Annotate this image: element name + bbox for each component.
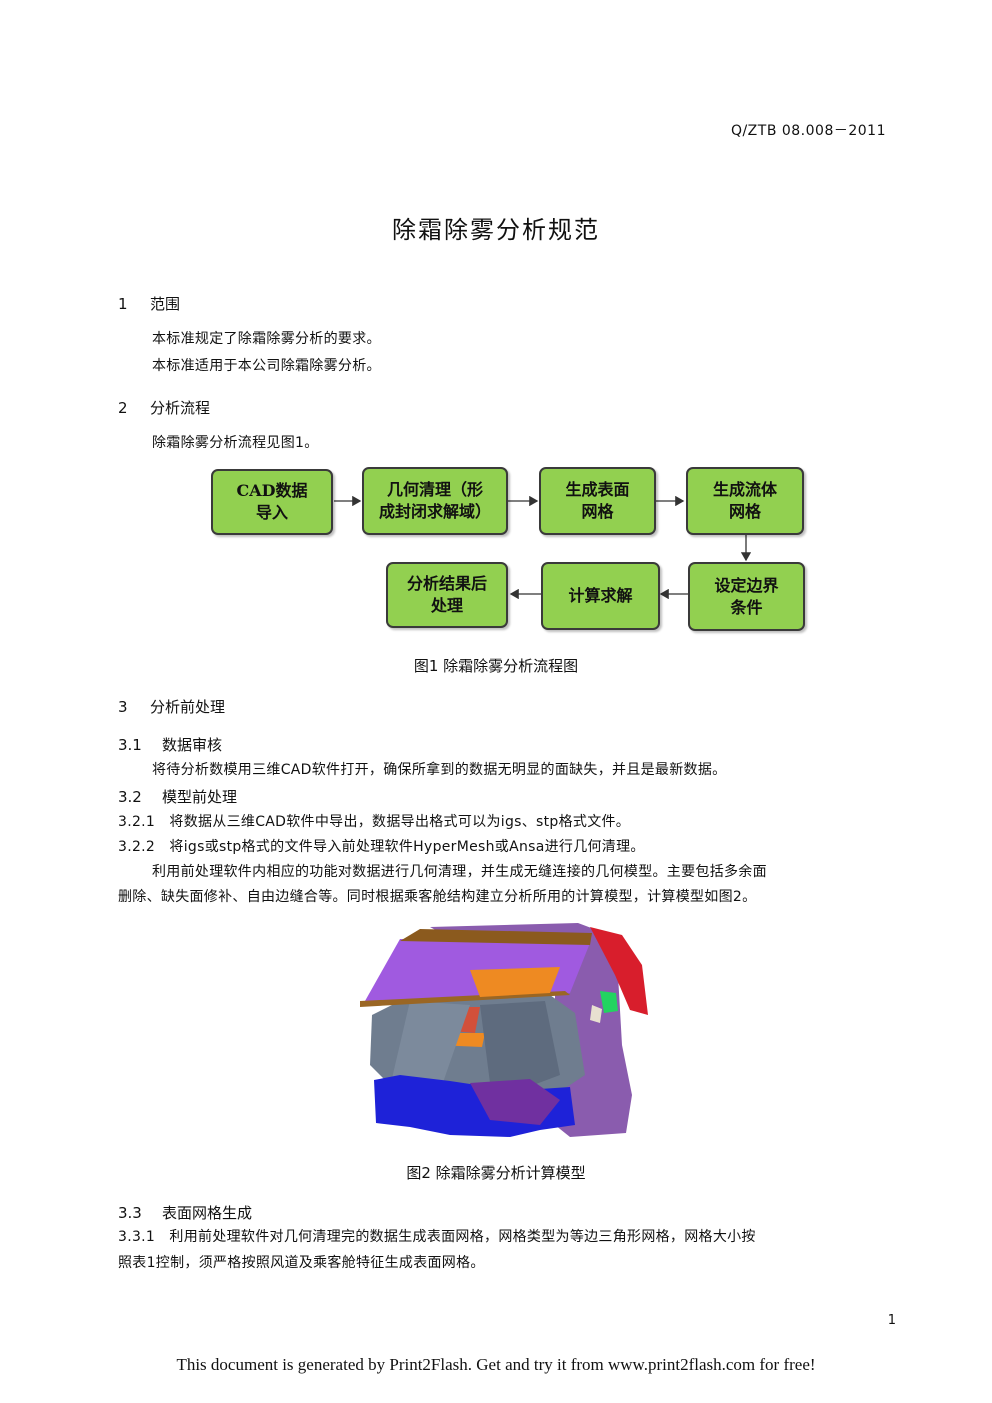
section-2-heading: 2 分析流程 xyxy=(118,397,210,418)
section-1-para-1: 本标准规定了除霜除雾分析的要求。 xyxy=(152,331,381,347)
flow-box-surface-mesh: 生成表面网格 xyxy=(539,467,656,535)
section-1-para-2: 本标准适用于本公司除霜除雾分析。 xyxy=(152,358,381,374)
flow-box-fluid-mesh: 生成流体网格 xyxy=(686,467,804,535)
section-title: 分析流程 xyxy=(150,399,211,417)
footer-watermark-text: This document is generated by Print2Flas… xyxy=(176,1355,816,1374)
section-3-2-heading: 3.2 模型前处理 xyxy=(118,786,237,807)
page-number: 1 xyxy=(887,1313,896,1328)
section-3-1-heading: 3.1 数据审核 xyxy=(118,734,222,755)
flow-box-line: 网格 xyxy=(581,502,614,521)
flow-box-solve: 计算求解 xyxy=(541,562,660,630)
flowchart: CAD数据导入 几何清理（形成封闭求解域） 生成表面网格 生成流体网格 设定边界… xyxy=(0,0,992,700)
section-3-2-1: 3.2.1 将数据从三维CAD软件中导出，数据导出格式可以为igs、stp格式文… xyxy=(118,814,631,830)
flow-box-line: 分析结果后 xyxy=(406,574,487,593)
flow-box-line: 处理 xyxy=(430,596,463,615)
flow-box-line: 生成流体 xyxy=(712,480,777,499)
flow-box-line: CAD数据 xyxy=(236,481,308,500)
flow-box-geometry-cleanup: 几何清理（形成封闭求解域） xyxy=(362,467,508,535)
flow-box-line: 几何清理（形 xyxy=(386,480,483,499)
flow-box-cad-import: CAD数据导入 xyxy=(211,469,333,535)
section-3-3-heading: 3.3 表面网格生成 xyxy=(118,1202,252,1223)
section-3-heading: 3 分析前处理 xyxy=(118,696,225,717)
section-3-3-1-line-1: 3.3.1 利用前处理软件对几何清理完的数据生成表面网格，网格类型为等边三角形网… xyxy=(118,1229,756,1245)
flow-box-line: 生成表面 xyxy=(565,480,630,499)
section-title: 模型前处理 xyxy=(162,788,238,806)
figure-1-caption: 图1 除霜除雾分析流程图 xyxy=(413,657,579,675)
section-number: 2 xyxy=(118,399,128,417)
section-number: 3.3 xyxy=(118,1204,142,1222)
section-3-2-2: 3.2.2 将igs或stp格式的文件导入前处理软件HyperMesh或Ansa… xyxy=(118,839,645,855)
section-1-heading: 1 范围 xyxy=(118,293,180,314)
section-number: 1 xyxy=(118,295,128,313)
page-title: 除霜除雾分析规范 xyxy=(392,216,600,244)
flow-box-postprocess: 分析结果后处理 xyxy=(386,562,508,628)
flow-box-line: 设定边界 xyxy=(714,575,779,595)
section-number: 3 xyxy=(118,698,128,716)
section-3-1-para: 将待分析数模用三维CAD软件打开，确保所拿到的数据无明显的面缺失，并且是最新数据… xyxy=(152,762,727,778)
cabin-model-image xyxy=(360,923,648,1137)
section-title: 分析前处理 xyxy=(150,698,226,716)
section-title: 表面网格生成 xyxy=(162,1204,253,1222)
flow-box-line: 导入 xyxy=(255,503,288,522)
figure-2-caption: 图2 除霜除雾分析计算模型 xyxy=(406,1164,586,1182)
section-title: 数据审核 xyxy=(162,736,223,754)
section-number: 3.1 xyxy=(118,736,142,754)
document-number: Q/ZTB 08.008－2011 xyxy=(730,123,886,139)
flow-box-line: 条件 xyxy=(730,597,763,617)
section-2-para: 除霜除雾分析流程见图1。 xyxy=(152,435,319,451)
section-3-3-1-line-2: 照表1控制，须严格按照风道及乘客舱特征生成表面网格。 xyxy=(118,1255,485,1271)
flow-box-line: 成封闭求解域） xyxy=(378,502,491,521)
section-number: 3.2 xyxy=(118,788,142,806)
section-3-2-2-para-line-1: 利用前处理软件内相应的功能对数据进行几何清理，并生成无缝连接的几何模型。主要包括… xyxy=(152,864,767,880)
flow-box-boundary-conditions: 设定边界条件 xyxy=(688,562,805,631)
section-title: 范围 xyxy=(150,295,181,313)
flow-box-line: 网格 xyxy=(728,502,761,521)
flowchart-arrows xyxy=(334,495,752,600)
flow-box-line: 计算求解 xyxy=(568,586,633,605)
section-3-2-2-para-line-2: 删除、缺失面修补、自由边缝合等。同时根据乘客舱结构建立分析所用的计算模型，计算模… xyxy=(118,889,757,905)
